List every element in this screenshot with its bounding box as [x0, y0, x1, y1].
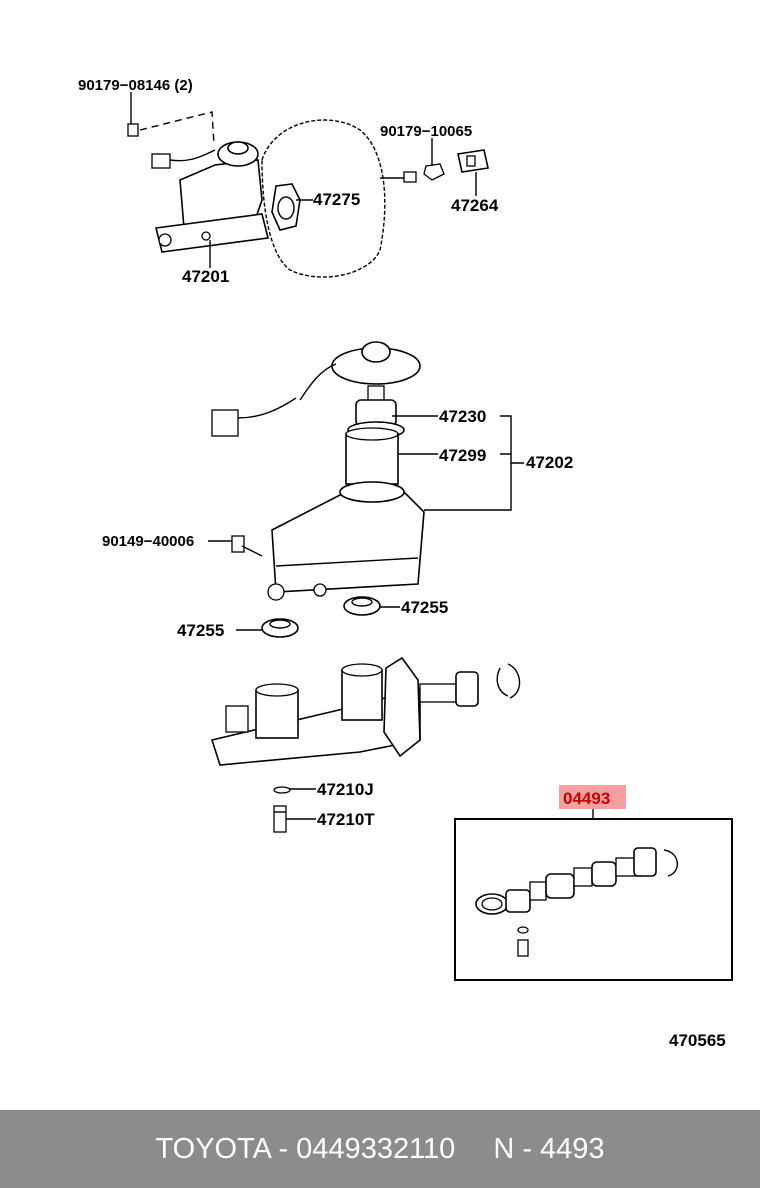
- caption-bar: TOYOTA - 0449332110 N - 4493: [0, 1110, 760, 1188]
- label-47264: 47264: [451, 196, 499, 215]
- label-04493: 04493: [563, 789, 610, 808]
- snap-ring-shape: [496, 663, 521, 699]
- diagram-number: 470565: [669, 1031, 726, 1050]
- label-47210J: 47210J: [317, 780, 374, 799]
- kit-bleeder-shape: [517, 926, 529, 957]
- caption-brand-part: TOYOTA - 0449332110: [155, 1132, 456, 1165]
- label-90149-40006: 90149−40006: [102, 533, 194, 550]
- label-47230: 47230: [439, 407, 486, 426]
- label-47255-right: 47255: [401, 598, 448, 617]
- label-90179-08146: 90179−08146 (2): [78, 77, 193, 94]
- parts-diagram: 90179−08146 (2) 90179−10065 47275 47264 …: [78, 77, 733, 1050]
- sensor-connector-lower: [211, 397, 297, 437]
- label-47210T: 47210T: [317, 810, 375, 829]
- kit-piston-assembly-shape: [475, 847, 678, 915]
- label-47299: 47299: [439, 446, 486, 465]
- reservoir-cap-shape: [299, 341, 421, 403]
- bracket-47202: [424, 415, 524, 511]
- bracket-47264-shape: [457, 149, 489, 173]
- label-47201: 47201: [182, 267, 229, 286]
- master-cylinder-47201-shape: [155, 141, 269, 253]
- grommet-47255-left-shape: [261, 618, 299, 638]
- gasket-47275-shape: [271, 183, 301, 231]
- bolt-90149-40006-shape: [231, 535, 263, 557]
- label-47202: 47202: [526, 453, 573, 472]
- bleeder-47210T-shape: [273, 805, 287, 833]
- strainer-47299-shape: [345, 427, 399, 485]
- reservoir-tank-47202-shape: [267, 481, 425, 601]
- o-ring-47210J-shape: [273, 786, 291, 794]
- grommet-47255-right-shape: [343, 596, 381, 616]
- nut-90179-10065-shape: [423, 163, 445, 181]
- label-47275: 47275: [313, 190, 360, 209]
- bolt-90179-08146-shape: [127, 111, 215, 146]
- label-47255-left: 47255: [177, 621, 224, 640]
- kit-label-highlight: [559, 785, 626, 809]
- cylinder-body-shape: [210, 656, 479, 766]
- sensor-connector-upper: [151, 149, 216, 169]
- caption-ref: N - 4493: [493, 1132, 605, 1165]
- label-90179-10065: 90179−10065: [380, 123, 472, 140]
- brake-booster: [261, 119, 417, 278]
